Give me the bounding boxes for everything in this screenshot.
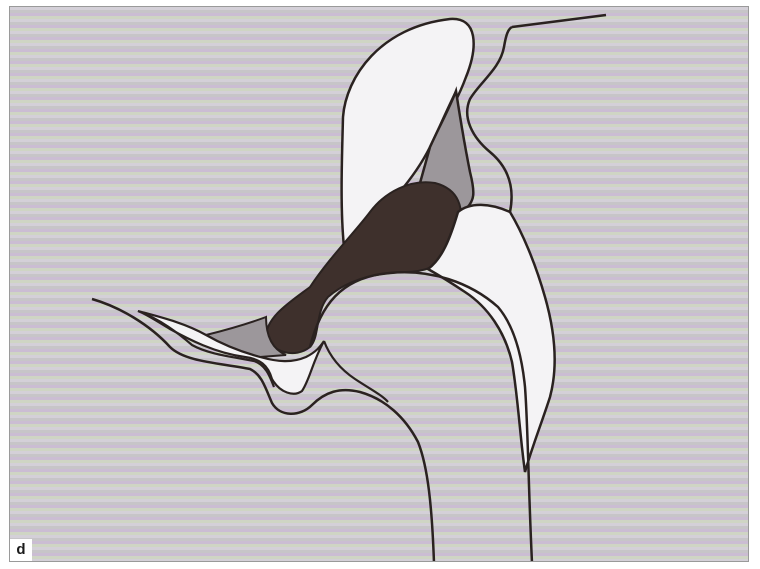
anatomical-diagram: [10, 7, 749, 562]
panel-label: d: [10, 539, 32, 561]
figure-frame: d: [9, 6, 749, 562]
